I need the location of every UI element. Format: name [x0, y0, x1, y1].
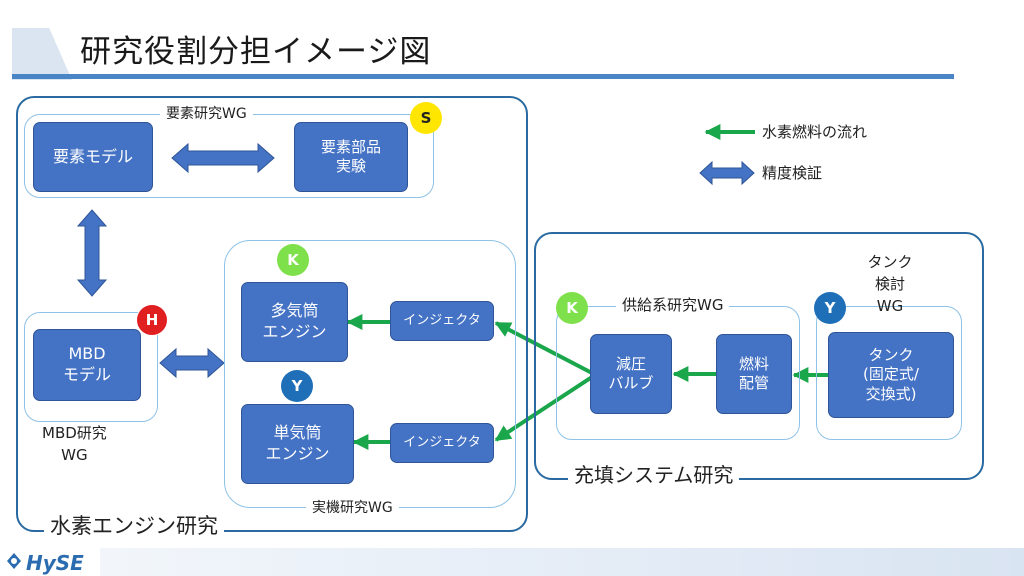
injector-bottom-block[interactable]: インジェクタ: [390, 423, 494, 463]
mbd-wg-label: MBD研究 WG: [42, 424, 107, 464]
flow-valve-to-injector-top: [494, 321, 593, 375]
title-underline: [12, 74, 954, 79]
logo-icon: [7, 553, 21, 569]
badge-h: H: [136, 304, 168, 336]
legend-verify-arrow: [699, 160, 755, 186]
tank-wg-label: タンク 検討 WG: [867, 253, 913, 315]
fuel-piping-block[interactable]: 燃料 配管: [716, 334, 792, 414]
fill-system-frame: [534, 232, 984, 480]
badge-y-single: Y: [281, 370, 313, 402]
single-cylinder-engine-block[interactable]: 単気筒 エンジン: [241, 404, 354, 484]
page-title: 研究役割分担イメージ図: [80, 34, 432, 70]
fuel-piping-label: 燃料 配管: [738, 354, 769, 393]
element-experiment-label: 要素部品 実験: [320, 137, 381, 176]
badge-k-multi: K: [277, 244, 309, 276]
tank-label: タンク (固定式/ 交換式): [863, 345, 919, 403]
pressure-valve-block[interactable]: 減圧 バルブ: [590, 334, 672, 414]
engine-research-label: 水素エンジン研究: [44, 514, 224, 540]
tank-block[interactable]: タンク (固定式/ 交換式): [828, 332, 954, 418]
element-model-label: 要素モデル: [52, 146, 133, 166]
logo-text: HySE: [26, 551, 84, 575]
badge-s: S: [410, 102, 442, 134]
multi-cylinder-engine-label: 多気筒 エンジン: [262, 301, 327, 341]
legend-flow-label: 水素燃料の流れ: [762, 123, 868, 141]
footer-bar: [100, 548, 1024, 576]
supply-wg-label: 供給系研究WG: [616, 296, 730, 314]
mbd-model-block[interactable]: MBD モデル: [33, 329, 141, 401]
jikki-wg-label: 実機研究WG: [306, 500, 399, 517]
injector-top-block[interactable]: インジェクタ: [390, 301, 494, 341]
verify-arrow-vertical: [76, 209, 108, 297]
injector-top-label: インジェクタ: [403, 312, 481, 328]
element-wg-label: 要素研究WG: [160, 106, 253, 123]
flow-valve-to-injector-bottom: [494, 375, 594, 442]
mbd-wg-frame: [24, 312, 158, 422]
element-experiment-block[interactable]: 要素部品 実験: [294, 122, 408, 192]
fill-system-label: 充填システム研究: [568, 463, 740, 487]
badge-k-supply: K: [556, 292, 588, 324]
engine-research-frame: [16, 96, 528, 532]
pressure-valve-label: 減圧 バルブ: [608, 354, 654, 393]
badge-y-tank: Y: [814, 292, 846, 324]
mbd-model-label: MBD モデル: [62, 344, 111, 384]
single-cylinder-engine-label: 単気筒 エンジン: [265, 423, 330, 463]
verify-arrow-element: [171, 142, 275, 174]
legend-verify-label: 精度検証: [762, 164, 823, 182]
injector-bottom-label: インジェクタ: [403, 434, 481, 450]
element-model-block[interactable]: 要素モデル: [33, 122, 153, 192]
multi-cylinder-engine-block[interactable]: 多気筒 エンジン: [241, 282, 348, 362]
tank-wg-frame: [816, 306, 962, 440]
